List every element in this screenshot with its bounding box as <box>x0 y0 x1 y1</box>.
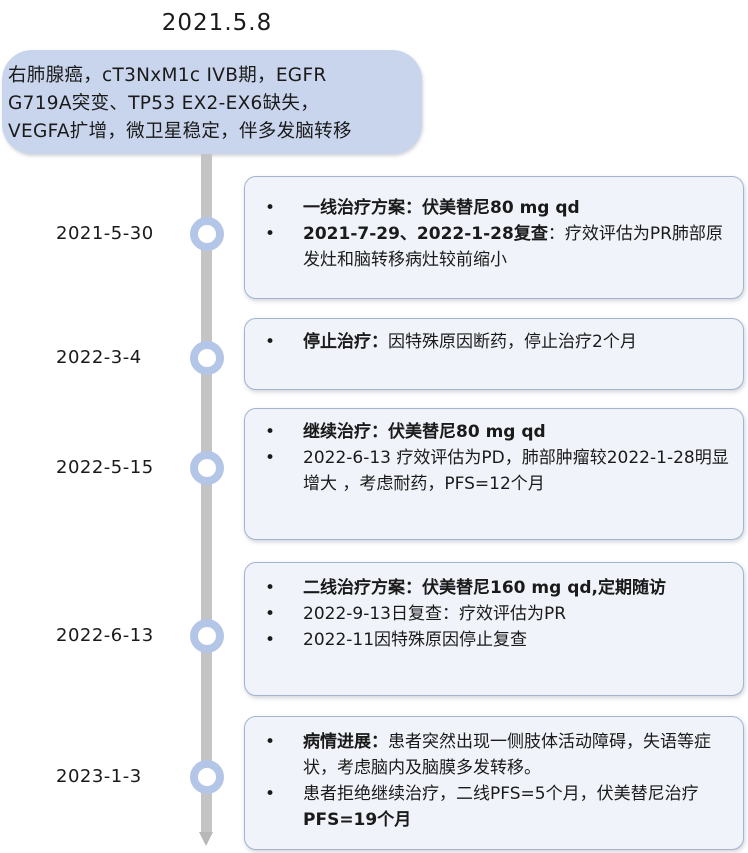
event-item-text: 患者突然出现一侧肢体活动障碍，失语等症状，考虑脑内及脑膜多发转移。 <box>303 732 711 778</box>
bullet-icon: • <box>265 448 276 468</box>
timeline-node <box>190 451 224 485</box>
timeline-arrow-icon <box>199 832 213 846</box>
diagnosis-line: G719A突变、TP53 EX2-EX6缺失， <box>8 93 320 114</box>
timeline-node <box>190 341 224 375</box>
bullet-icon: • <box>265 578 276 598</box>
event-card: • 病情进展：患者突然出现一侧肢体活动障碍，失语等症状，考虑脑内及脑膜多发转移。… <box>244 716 744 850</box>
diagnosis-line: 右肺腺癌，cT3NxM1c IVB期，EGFR <box>8 65 327 86</box>
bullet-icon: • <box>265 224 276 244</box>
event-item-bold: 二线治疗方案：伏美替尼160 mg qd,定期随访 <box>303 578 667 598</box>
event-date: 2022-3-4 <box>56 347 142 368</box>
bullet-icon: • <box>265 732 276 752</box>
event-date: 2023-1-3 <box>56 766 142 787</box>
timeline-node <box>190 217 224 251</box>
event-date: 2022-5-15 <box>56 457 154 478</box>
event-item: • 二线治疗方案：伏美替尼160 mg qd,定期随访 <box>253 575 735 601</box>
event-item: • 2021-7-29、2022-1-28复查：疗效评估为PR肺部原发灶和脑转移… <box>253 221 735 273</box>
event-item: • 病情进展：患者突然出现一侧肢体活动障碍，失语等症状，考虑脑内及脑膜多发转移。 <box>253 729 735 781</box>
event-item-bold: 继续治疗：伏美替尼80 mg qd <box>303 422 546 442</box>
event-item-bold: 病情进展： <box>303 732 388 752</box>
event-card: • 一线治疗方案：伏美替尼80 mg qd • 2021-7-29、2022-1… <box>244 176 744 299</box>
event-item: • 2022-6-13 疗效评估为PD，肺部肿瘤较2022-1-28明显增大 ，… <box>253 445 735 497</box>
event-card: • 二线治疗方案：伏美替尼160 mg qd,定期随访 • 2022-9-13日… <box>244 562 744 696</box>
event-item-bold: 2021-7-29、2022-1-28复查 <box>303 224 548 244</box>
event-date: 2021-5-30 <box>56 223 154 244</box>
event-item-text: 因特殊原因断药，停止治疗2个月 <box>388 332 637 352</box>
event-item-text: 2022-6-13 疗效评估为PD，肺部肿瘤较2022-1-28明显增大 ，考虑… <box>303 448 729 494</box>
event-item-bold: 停止治疗： <box>303 332 388 352</box>
timeline-axis <box>201 154 212 834</box>
diagnosis-date: 2021.5.8 <box>161 10 273 36</box>
bullet-icon: • <box>265 198 276 218</box>
bullet-icon: • <box>265 332 276 352</box>
event-item: • 2022-11因特殊原因停止复查 <box>253 627 735 653</box>
event-item-text: 2022-9-13日复查：疗效评估为PR <box>303 604 567 624</box>
event-card: • 停止治疗：因特殊原因断药，停止治疗2个月 <box>244 318 744 390</box>
bullet-icon: • <box>265 604 276 624</box>
bullet-icon: • <box>265 422 276 442</box>
event-item: • 停止治疗：因特殊原因断药，停止治疗2个月 <box>253 329 735 355</box>
diagnosis-box: 右肺腺癌，cT3NxM1c IVB期，EGFR G719A突变、TP53 EX2… <box>2 50 422 154</box>
timeline-node <box>190 760 224 794</box>
event-item-bold: PFS=19个月 <box>303 810 412 830</box>
bullet-icon: • <box>265 784 276 804</box>
event-item: • 一线治疗方案：伏美替尼80 mg qd <box>253 195 735 221</box>
event-card: • 继续治疗：伏美替尼80 mg qd • 2022-6-13 疗效评估为PD，… <box>244 408 744 540</box>
event-date: 2022-6-13 <box>56 625 154 646</box>
bullet-icon: • <box>265 630 276 650</box>
event-item-text: 2022-11因特殊原因停止复查 <box>303 630 528 650</box>
timeline-node <box>190 619 224 653</box>
diagnosis-line: VEGFA扩增，微卫星稳定，伴多发脑转移 <box>8 121 352 142</box>
event-item: • 患者拒绝继续治疗，二线PFS=5个月，伏美替尼治疗 PFS=19个月 <box>253 781 735 833</box>
event-item: • 2022-9-13日复查：疗效评估为PR <box>253 601 735 627</box>
event-item: • 继续治疗：伏美替尼80 mg qd <box>253 419 735 445</box>
event-item-text: ：疗效评估为PR肺部原发灶和脑转移病灶较前缩小 <box>303 224 723 270</box>
event-item-bold: 一线治疗方案：伏美替尼80 mg qd <box>303 198 580 218</box>
event-item-text: 患者拒绝继续治疗，二线PFS=5个月，伏美替尼治疗 <box>303 784 699 804</box>
